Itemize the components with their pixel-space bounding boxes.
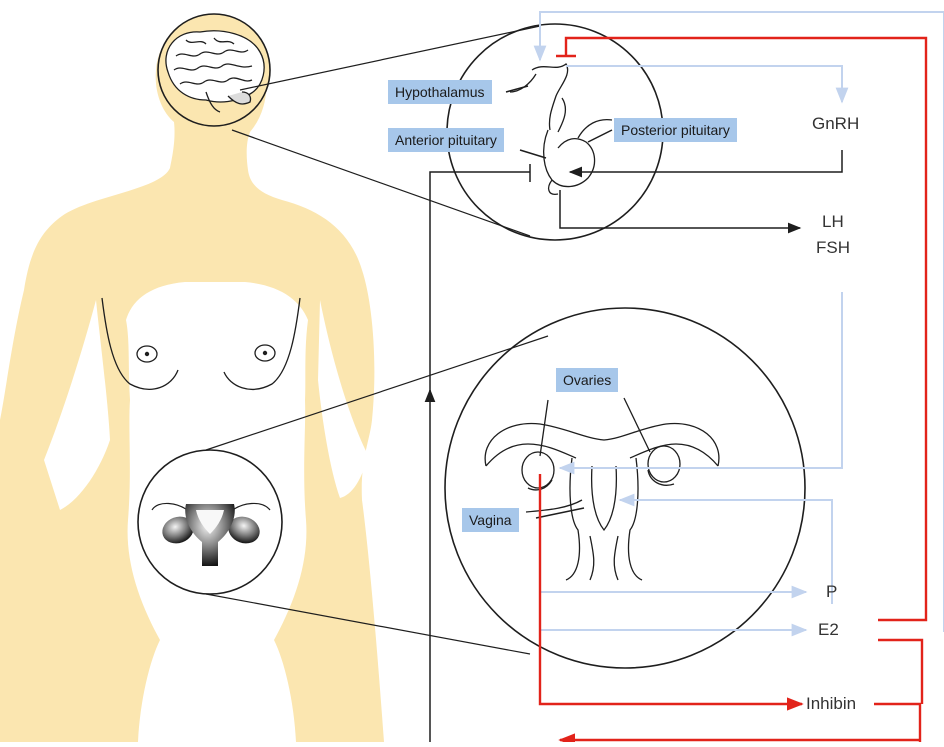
hormone-fsh: FSH <box>816 238 850 258</box>
hormone-lh: LH <box>822 212 844 232</box>
hormone-gnrh: GnRH <box>812 114 859 134</box>
right-nipple-dot <box>263 351 267 355</box>
label-anterior-pituitary: Anterior pituitary <box>388 128 504 152</box>
ovary-magnified-circle <box>445 308 805 668</box>
label-ovaries: Ovaries <box>556 368 618 392</box>
label-posterior-pituitary: Posterior pituitary <box>614 118 737 142</box>
left-nipple-dot <box>145 352 149 356</box>
right-breast-outline <box>224 298 300 389</box>
e2-return-path <box>878 640 922 704</box>
inhibin-return-path <box>874 704 920 742</box>
label-vagina: Vagina <box>462 508 519 532</box>
label-hypothalamus: Hypothalamus <box>388 80 492 104</box>
hormone-p: P <box>826 582 837 602</box>
hormone-inhibin: Inhibin <box>806 694 856 714</box>
hormone-e2: E2 <box>818 620 839 640</box>
